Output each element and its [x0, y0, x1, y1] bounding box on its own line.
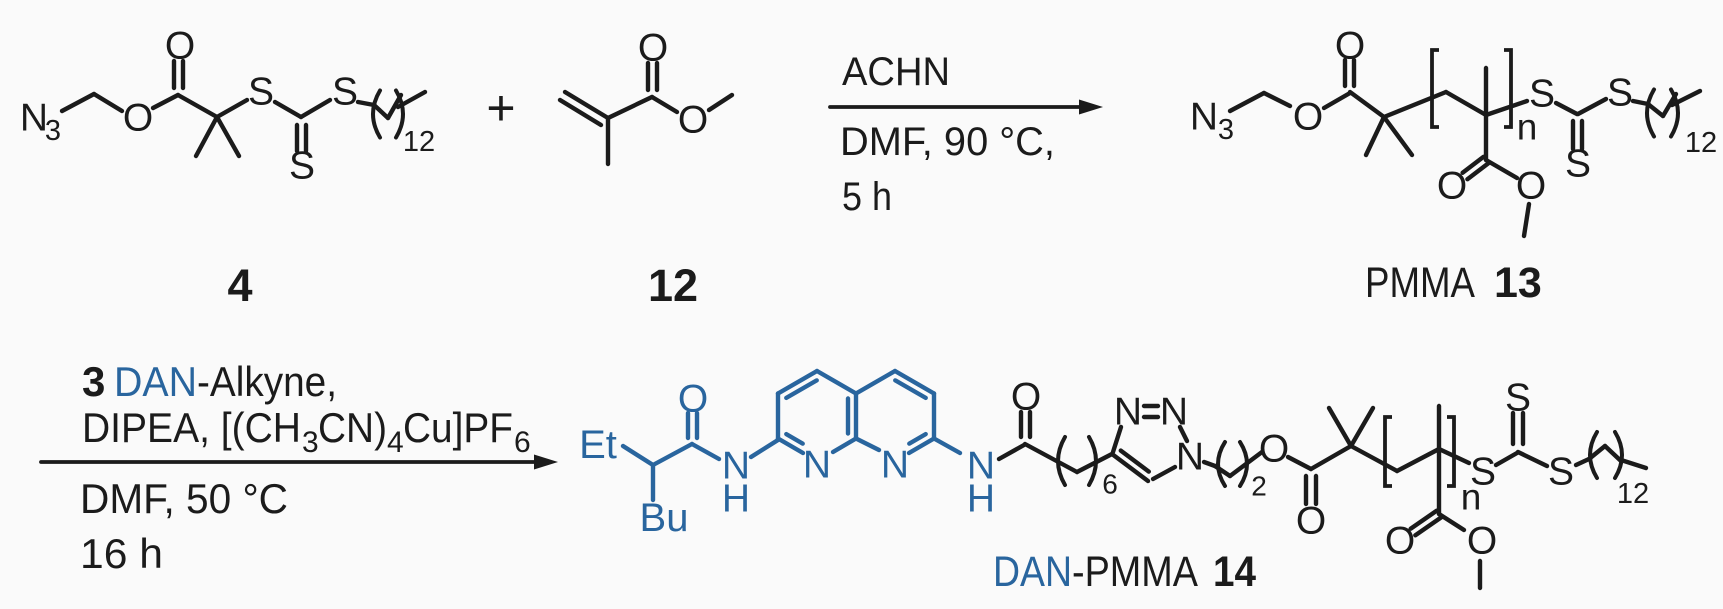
svg-text:O: O [1335, 25, 1365, 68]
svg-text:DIPEA, [(CH: DIPEA, [(CH [82, 404, 301, 451]
svg-text:N: N [967, 445, 995, 488]
svg-text:n: n [1461, 477, 1482, 518]
svg-text:N: N [20, 97, 48, 140]
svg-text:4: 4 [227, 260, 252, 311]
svg-text:O: O [1293, 96, 1323, 139]
svg-text:S: S [248, 71, 274, 114]
svg-text:12: 12 [1685, 127, 1717, 159]
svg-text:N: N [803, 444, 831, 487]
svg-text:Bu: Bu [640, 496, 689, 540]
svg-text:O: O [1437, 165, 1467, 208]
svg-text:16 h: 16 h [80, 530, 163, 577]
svg-text:Cu]PF: Cu]PF [403, 404, 513, 451]
svg-text:3: 3 [45, 115, 61, 147]
svg-text:DMF, 50 °C: DMF, 50 °C [80, 475, 288, 522]
svg-text:N: N [1190, 96, 1218, 139]
svg-text:ACHN: ACHN [842, 50, 950, 94]
svg-text:O: O [123, 97, 153, 140]
svg-text:PMMA: PMMA [1365, 259, 1475, 307]
svg-text:n: n [1517, 107, 1538, 148]
svg-text:2: 2 [1251, 471, 1267, 502]
svg-text:S: S [1505, 377, 1531, 420]
svg-text:S: S [1548, 451, 1574, 494]
svg-text:12: 12 [648, 260, 698, 311]
svg-text:S: S [1607, 72, 1633, 115]
svg-text:+: + [486, 80, 515, 136]
svg-text:12: 12 [403, 126, 435, 158]
svg-text:12: 12 [1617, 478, 1649, 510]
svg-text:DMF, 90 °C,: DMF, 90 °C, [840, 120, 1055, 164]
svg-text:O: O [1259, 428, 1289, 471]
svg-text:N: N [881, 444, 909, 487]
svg-text:13: 13 [1494, 259, 1542, 307]
svg-text:H: H [722, 478, 750, 521]
svg-text:-Alkyne,: -Alkyne, [197, 358, 337, 405]
svg-text:N: N [1160, 391, 1188, 434]
svg-text:O: O [1296, 500, 1326, 543]
svg-text:6: 6 [514, 426, 531, 459]
svg-text:S: S [1529, 73, 1555, 116]
svg-text:N: N [722, 445, 750, 488]
svg-text:O: O [1467, 520, 1497, 563]
svg-text:3: 3 [82, 358, 105, 405]
svg-text:S: S [1565, 143, 1591, 186]
svg-text:O: O [678, 378, 708, 421]
svg-text:4: 4 [387, 426, 404, 459]
svg-text:14: 14 [1213, 548, 1256, 596]
svg-text:S: S [332, 71, 358, 114]
svg-text:-PMMA: -PMMA [1072, 548, 1198, 596]
svg-text:5 h: 5 h [842, 175, 892, 219]
svg-text:3: 3 [1218, 114, 1234, 146]
svg-text:O: O [165, 25, 195, 68]
svg-text:O: O [1011, 376, 1041, 419]
svg-text:N: N [1176, 436, 1204, 479]
svg-text:3: 3 [302, 426, 319, 459]
svg-text:S: S [289, 145, 315, 188]
svg-text:O: O [678, 99, 708, 142]
svg-text:DAN: DAN [993, 548, 1072, 596]
svg-text:N: N [1114, 391, 1142, 434]
svg-text:O: O [1516, 165, 1546, 208]
svg-text:CN): CN) [318, 404, 387, 451]
svg-text:6: 6 [1102, 469, 1118, 500]
svg-text:S: S [1470, 451, 1496, 494]
svg-text:DAN: DAN [114, 358, 197, 405]
svg-text:O: O [1385, 520, 1415, 563]
svg-text:H: H [967, 478, 995, 521]
svg-text:O: O [638, 27, 668, 70]
svg-text:Et: Et [579, 423, 617, 467]
